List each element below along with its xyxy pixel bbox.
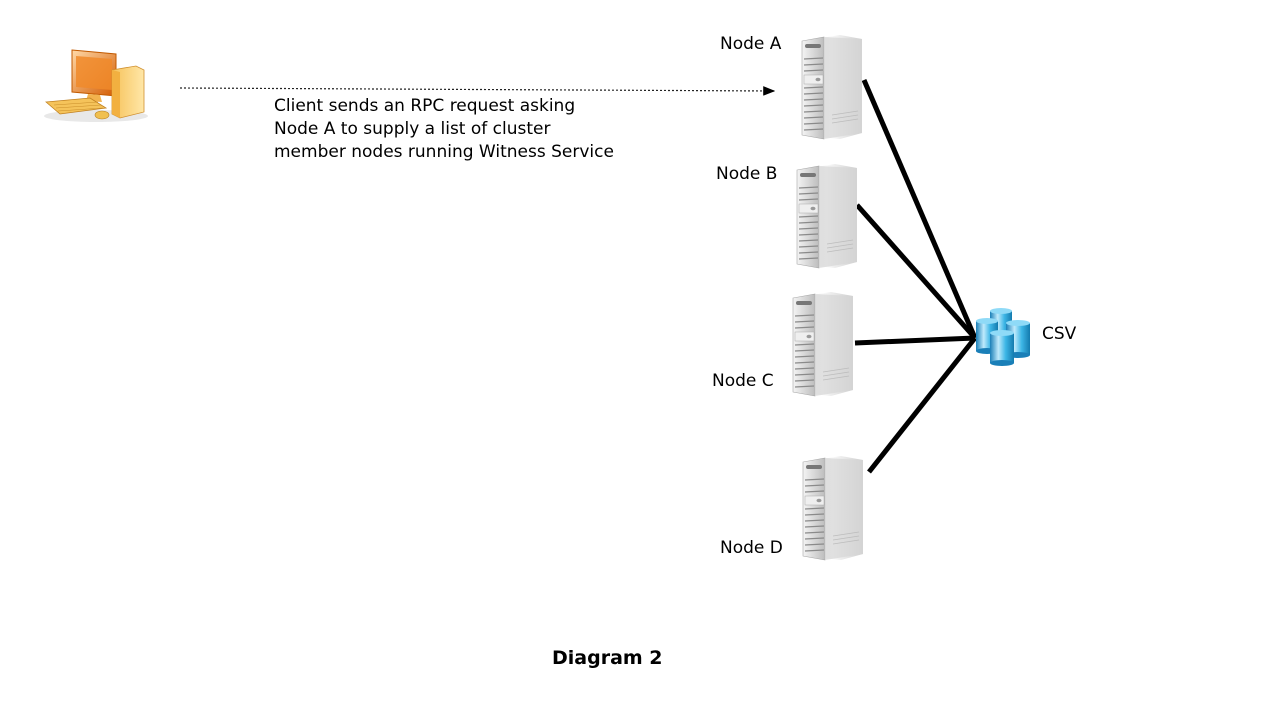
- client-computer-icon: [44, 49, 148, 122]
- server-node-c-icon: [792, 291, 854, 397]
- csv-label: CSV: [1042, 324, 1077, 344]
- server-node-d-icon: [802, 455, 864, 561]
- node-a-label: Node A: [720, 34, 782, 54]
- rpc-request-arrow: [179, 86, 776, 96]
- rpc-request-description: Client sends an RPC request asking Node …: [274, 95, 614, 164]
- connection-node-b-csv: [855, 203, 977, 340]
- connection-node-d-csv: [867, 336, 977, 474]
- node-c-label: Node C: [712, 371, 774, 391]
- node-d-label: Node D: [720, 538, 783, 558]
- server-node-a-icon: [801, 34, 863, 140]
- node-b-label: Node B: [716, 164, 778, 184]
- message-line: Client sends an RPC request asking: [274, 96, 576, 116]
- message-line: member nodes running Witness Service: [274, 142, 614, 162]
- csv-storage-icon: [976, 308, 1030, 366]
- diagram-caption: Diagram 2: [552, 647, 663, 669]
- connection-node-a-csv: [861, 79, 978, 339]
- server-node-b-icon: [796, 163, 858, 269]
- connection-node-c-csv: [854, 335, 976, 346]
- message-line: Node A to supply a list of cluster: [274, 119, 551, 139]
